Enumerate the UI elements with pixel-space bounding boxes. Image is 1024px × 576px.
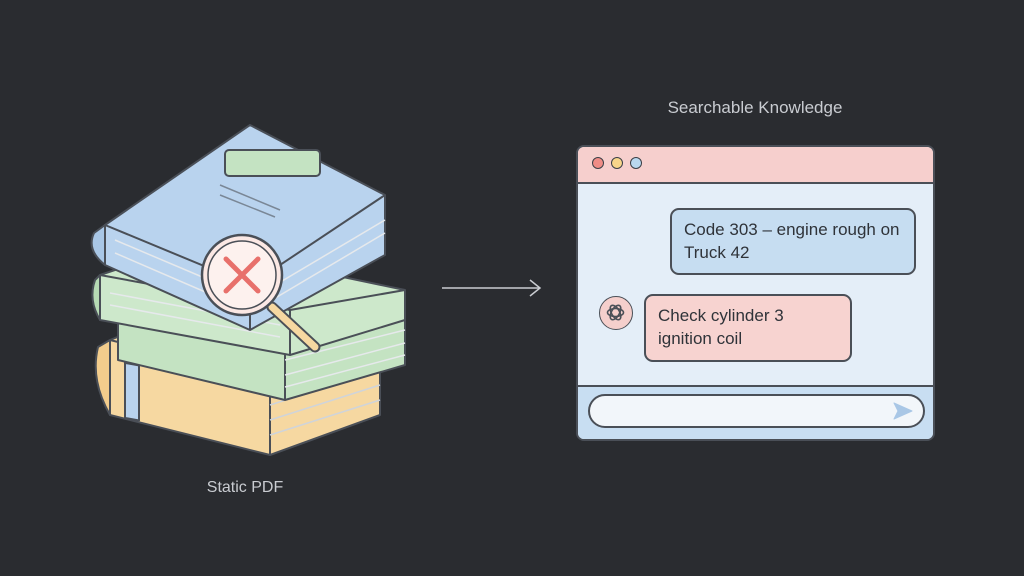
static-pdf-caption: Static PDF [206, 479, 284, 496]
book-stack-icon [90, 124, 406, 456]
minimize-dot[interactable] [611, 157, 623, 169]
x-mark-icon [223, 256, 261, 294]
assistant-logo-icon [599, 296, 633, 330]
bot-message-bubble: Check cylinder 3 ignition coil [644, 294, 852, 362]
close-dot[interactable] [592, 157, 604, 169]
chat-window: Code 303 – engine rough on Truck 42 Chec… [576, 145, 935, 441]
maximize-dot[interactable] [630, 157, 642, 169]
user-message-bubble: Code 303 – engine rough on Truck 42 [670, 208, 916, 275]
right-arrow-icon [442, 279, 542, 297]
window-titlebar [578, 147, 933, 184]
searchable-knowledge-caption: Searchable Knowledge [667, 98, 843, 117]
chat-input-bar [578, 385, 933, 439]
send-icon[interactable] [893, 402, 913, 420]
chat-input[interactable] [588, 394, 925, 428]
